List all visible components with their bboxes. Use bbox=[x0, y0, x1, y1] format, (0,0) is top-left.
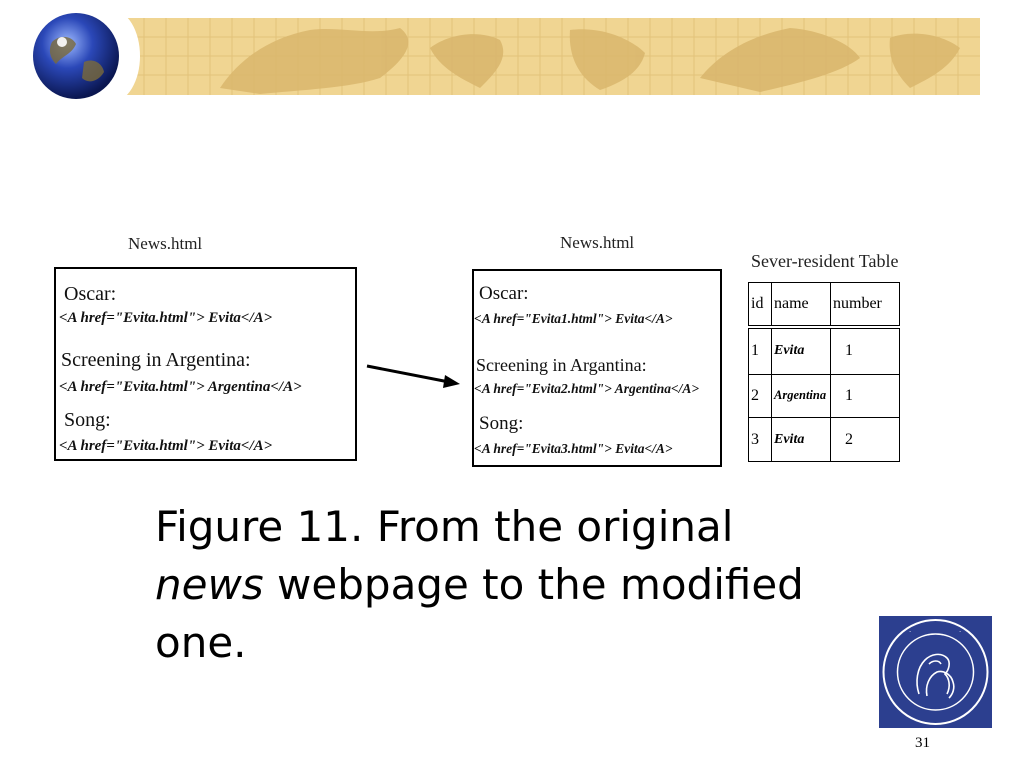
page-number: 31 bbox=[915, 735, 930, 751]
university-seal-logo: ·· bbox=[879, 616, 992, 728]
entry-link-code: <A href="Evita1.html"> Evita</A> bbox=[474, 311, 673, 326]
cell-number: 2 bbox=[830, 417, 900, 462]
cell-name: Argentina bbox=[771, 373, 831, 419]
header-banner bbox=[100, 18, 980, 95]
caption-line: news webpage to the modified bbox=[155, 556, 855, 614]
entry-link-code: <A href="Evita.html"> Evita</A> bbox=[59, 438, 273, 454]
entry-label: Screening in Argentina: bbox=[61, 349, 251, 371]
world-map-decoration bbox=[100, 18, 980, 95]
table-header-row: id name number bbox=[748, 282, 900, 329]
cell-name: Evita bbox=[771, 326, 831, 375]
cell-number: 1 bbox=[830, 326, 900, 375]
entry-label: Oscar: bbox=[64, 283, 117, 305]
caption-line: one. bbox=[155, 618, 247, 667]
cell-name: Evita bbox=[771, 417, 831, 462]
original-page-box: Oscar: <A href="Evita.html"> Evita</A> S… bbox=[54, 267, 357, 461]
original-page-title: News.html bbox=[128, 234, 203, 253]
transform-arrow bbox=[366, 364, 460, 388]
entry-link-code: <A href="Evita.html"> Argentina</A> bbox=[59, 379, 302, 395]
column-header: id bbox=[748, 282, 772, 329]
globe-icon bbox=[33, 13, 119, 99]
resident-table: id name number 1 Evita 1 2 Argentina 1 3… bbox=[748, 282, 900, 462]
cell-id: 2 bbox=[748, 373, 772, 419]
column-header: name bbox=[771, 282, 831, 329]
entry-label: Song: bbox=[64, 409, 111, 431]
caption-line: Figure 11. From the original bbox=[155, 502, 734, 551]
entry-link-code: <A href="Evita2.html"> Argentina</A> bbox=[474, 381, 700, 396]
entry-label: Oscar: bbox=[479, 283, 529, 304]
cell-id: 1 bbox=[748, 326, 772, 375]
modified-page-box: Oscar: <A href="Evita1.html"> Evita</A> … bbox=[472, 269, 722, 467]
table-row: 2 Argentina 1 bbox=[748, 373, 900, 419]
svg-text:·: · bbox=[909, 628, 911, 636]
entry-link-code: <A href="Evita.html"> Evita</A> bbox=[59, 310, 273, 326]
cell-number: 1 bbox=[830, 373, 900, 419]
resident-table-title: Sever-resident Table bbox=[751, 251, 899, 271]
entry-label: Screening in Argantina: bbox=[476, 355, 647, 375]
caption-italic-word: news bbox=[155, 560, 264, 609]
caption-line-rest: webpage to the modified bbox=[263, 560, 804, 609]
table-row: 3 Evita 2 bbox=[748, 417, 900, 462]
entry-link-code: <A href="Evita3.html"> Evita</A> bbox=[474, 441, 673, 456]
table-row: 1 Evita 1 bbox=[748, 326, 900, 375]
entry-label: Song: bbox=[479, 413, 524, 434]
figure-caption: Figure 11. From the original news webpag… bbox=[155, 498, 855, 672]
modified-page-title: News.html bbox=[560, 233, 635, 252]
column-header: number bbox=[830, 282, 900, 329]
cell-id: 3 bbox=[748, 417, 772, 462]
svg-text:·: · bbox=[959, 628, 961, 636]
